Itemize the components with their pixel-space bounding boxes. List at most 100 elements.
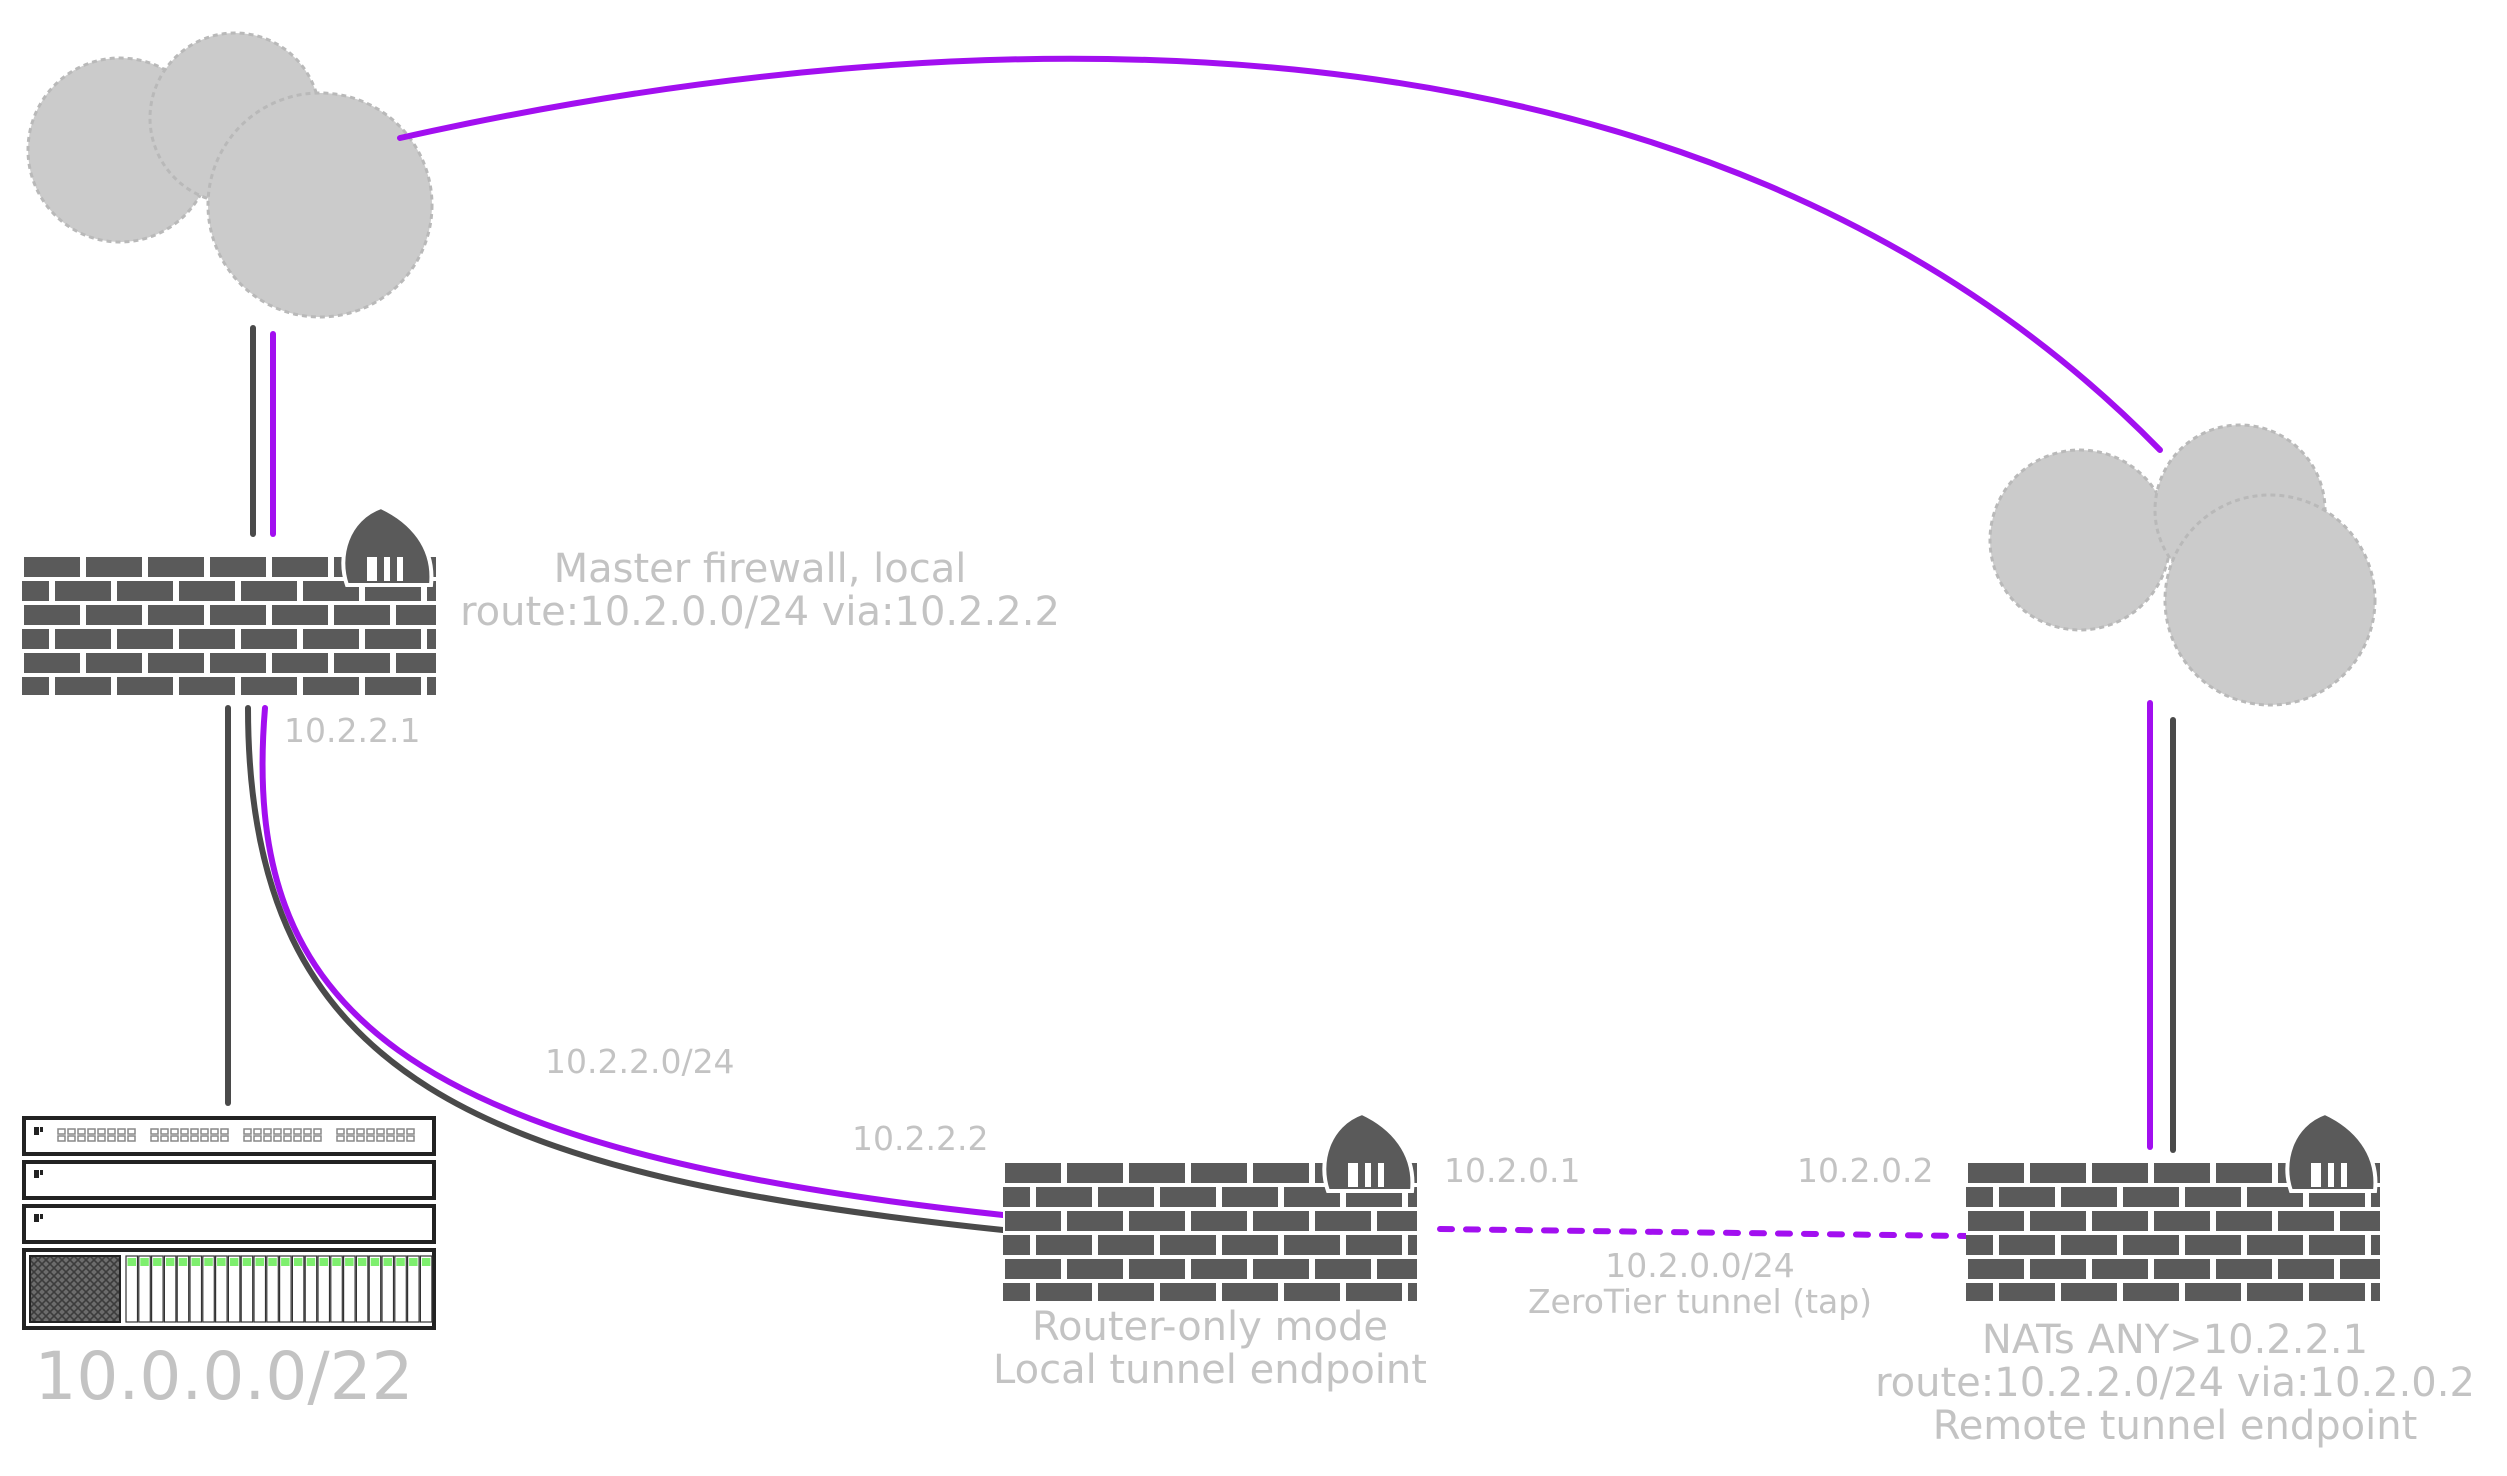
drive-led (255, 1258, 264, 1266)
drive-led (319, 1258, 328, 1266)
drive-bay (355, 1255, 369, 1323)
switch-port (263, 1135, 272, 1142)
switch-port (200, 1135, 209, 1142)
switch-port (117, 1135, 126, 1142)
drive-led (178, 1258, 188, 1266)
transit-subnet-label: 10.2.2.0/24 (545, 1042, 735, 1081)
switch-port (107, 1135, 116, 1142)
switch-port (117, 1128, 126, 1135)
switch-port (303, 1135, 312, 1142)
opnsense-flame-icon (1322, 1110, 1415, 1193)
switch-port (366, 1128, 375, 1135)
opnsense-flame-icon (2285, 1110, 2378, 1193)
switch-port (386, 1128, 395, 1135)
switch-port (293, 1135, 302, 1142)
drive-led (306, 1258, 316, 1266)
remote-firewall (1966, 1110, 2380, 1301)
switch-port (336, 1135, 345, 1142)
transit-tunnel-path (259, 705, 1006, 1218)
switch-port (396, 1135, 405, 1142)
switch-port (57, 1135, 66, 1142)
internet-cloud-left-icon (26, 31, 434, 319)
switch-port (160, 1128, 169, 1135)
switch-port (170, 1128, 179, 1135)
switch-port (406, 1128, 415, 1135)
switch-port (67, 1128, 76, 1135)
drive-bay (330, 1255, 343, 1323)
drive-led (357, 1258, 367, 1266)
switch-port (283, 1135, 292, 1142)
drive-led (396, 1258, 405, 1266)
router-tunnel-ip: 10.2.0.1 (1444, 1151, 1581, 1190)
drive-bay (202, 1255, 215, 1323)
router-transit-ip: 10.2.2.2 (852, 1119, 989, 1158)
master-firewall (22, 504, 436, 695)
drive-led (217, 1258, 226, 1266)
switch-port (263, 1128, 272, 1135)
drive-led (268, 1258, 277, 1266)
switch-port (77, 1135, 86, 1142)
remote-firewall-label-line1: NATs ANY>10.2.2.1 (1981, 1317, 2369, 1363)
switch-port (150, 1135, 159, 1142)
drive-led (332, 1258, 341, 1266)
drive-bay (227, 1255, 241, 1323)
drive-led (229, 1258, 239, 1266)
drive-led (165, 1258, 175, 1266)
switch-port (200, 1128, 209, 1135)
router-firewall (1003, 1110, 1417, 1301)
drive-bay (419, 1255, 433, 1323)
drive-led (370, 1258, 380, 1266)
switch-port (220, 1128, 229, 1135)
drive-led (421, 1258, 431, 1266)
switch-port (243, 1135, 252, 1142)
switch-port (97, 1128, 106, 1135)
master-firewall-label-line2: route:10.2.0.0/24 via:10.2.2.2 (460, 589, 1060, 636)
switch-port (190, 1128, 199, 1135)
switch-port (97, 1135, 106, 1142)
switch-port (67, 1135, 76, 1142)
switch-port (253, 1128, 262, 1135)
drive-bay (317, 1255, 331, 1323)
drive-bay (138, 1255, 151, 1323)
switch-port (127, 1128, 136, 1135)
drive-bay (394, 1255, 407, 1323)
drive-bay (240, 1255, 254, 1323)
switch-port (170, 1135, 179, 1142)
drive-bay (291, 1255, 305, 1323)
drive-bay (176, 1255, 190, 1323)
drive-led (127, 1258, 136, 1266)
switch-port (243, 1128, 252, 1135)
transit-link (245, 705, 1006, 1233)
master-firewall-label: Master firewall, local route:10.2.0.0/24… (450, 547, 1070, 636)
switch-port (210, 1128, 219, 1135)
rack-blank-unit-1 (22, 1160, 436, 1200)
master-lan-ip: 10.2.2.1 (284, 711, 421, 750)
opnsense-flame-icon (341, 504, 434, 587)
switch-port (336, 1128, 345, 1135)
drive-led (140, 1258, 149, 1266)
zerotier-tunnel-link (1437, 1226, 1969, 1239)
tunnel-label: 10.2.0.0/24 ZeroTier tunnel (tap) (1480, 1248, 1920, 1319)
switch-port (150, 1128, 159, 1135)
drive-bay (253, 1255, 267, 1323)
switch-port (366, 1135, 375, 1142)
drive-led (293, 1258, 303, 1266)
switch-port (406, 1135, 415, 1142)
local-network-label: 10.0.0.0/22 (34, 1338, 414, 1415)
remote-firewall-label-line3: Remote tunnel endpoint (1932, 1403, 2418, 1450)
drive-bay (163, 1255, 177, 1323)
drive-bay (279, 1255, 292, 1323)
drive-led (345, 1258, 354, 1266)
drive-led (204, 1258, 213, 1266)
switch-port (253, 1135, 262, 1142)
switch-port (386, 1135, 395, 1142)
switch-port (356, 1128, 365, 1135)
drive-led (383, 1258, 392, 1266)
switch-port (220, 1135, 229, 1142)
switch-port (180, 1135, 189, 1142)
switch-port (190, 1135, 199, 1142)
drive-bay (407, 1255, 420, 1323)
switch-port (87, 1135, 96, 1142)
drive-bay (266, 1255, 279, 1323)
